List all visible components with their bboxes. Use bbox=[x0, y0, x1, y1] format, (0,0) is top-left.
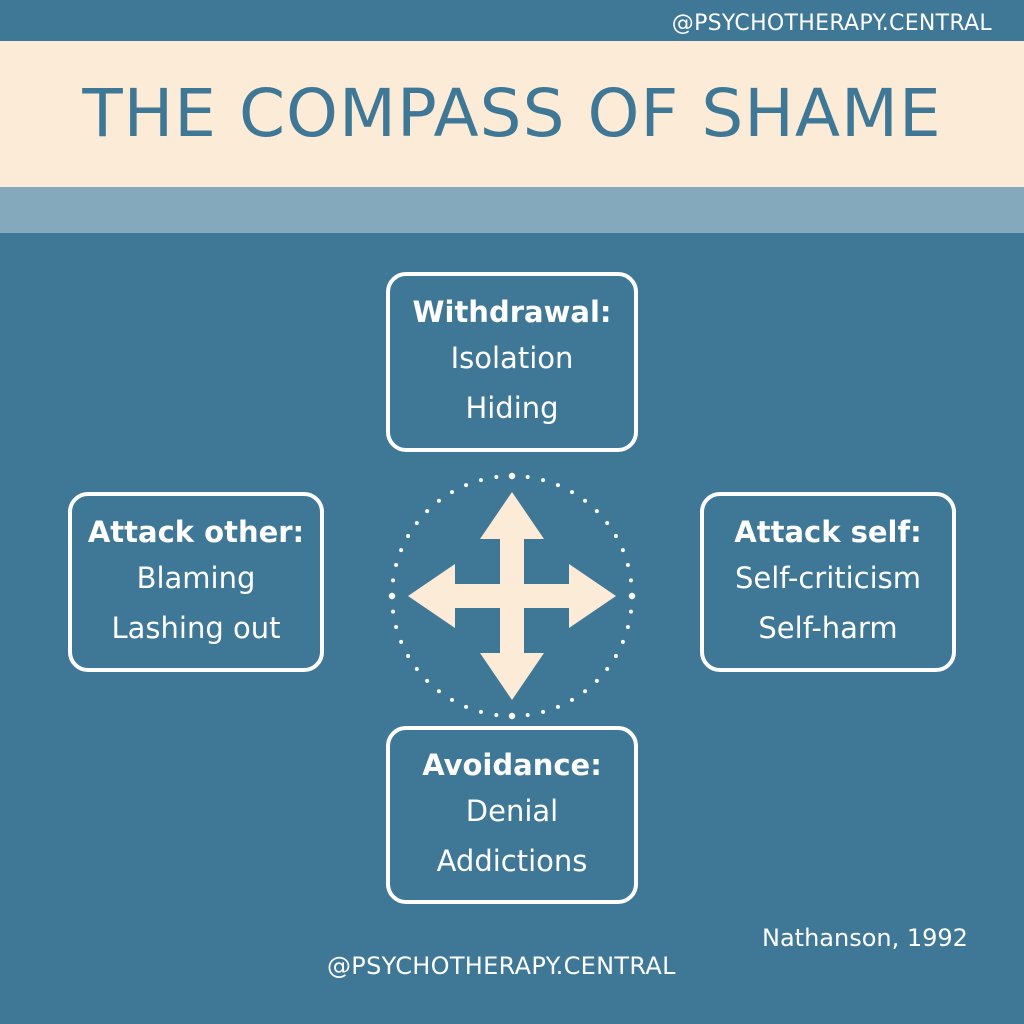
ring-dot bbox=[494, 712, 499, 717]
card-item: Isolation bbox=[450, 341, 574, 375]
card-withdrawal: Withdrawal: Isolation Hiding bbox=[386, 272, 638, 452]
card-item: Addictions bbox=[436, 844, 588, 878]
card-attack-self: Attack self: Self-criticism Self-harm bbox=[700, 492, 956, 672]
ring-dot bbox=[628, 609, 633, 614]
ring-dot bbox=[414, 667, 419, 672]
ring-dot bbox=[508, 712, 516, 720]
ring-dot bbox=[436, 689, 441, 694]
four-way-arrow-icon bbox=[388, 472, 636, 720]
card-heading: Withdrawal: bbox=[412, 295, 612, 329]
ring-dot bbox=[508, 472, 516, 480]
ring-dot bbox=[555, 483, 560, 488]
ring-dot bbox=[613, 534, 618, 538]
ring-dot bbox=[620, 639, 625, 644]
ring-dot bbox=[613, 654, 618, 658]
ring-dot bbox=[464, 483, 469, 488]
ring-dot bbox=[525, 712, 530, 717]
ring-dot bbox=[399, 548, 404, 553]
ring-dot bbox=[594, 678, 599, 683]
ring-dot bbox=[525, 475, 530, 480]
card-heading: Attack other: bbox=[87, 515, 305, 549]
ring-dot bbox=[450, 697, 454, 702]
ring-dot bbox=[625, 562, 630, 567]
card-avoidance: Avoidance: Denial Addictions bbox=[386, 726, 638, 904]
compass-graphic bbox=[382, 466, 642, 726]
ring-dot bbox=[570, 490, 574, 495]
ring-dot bbox=[391, 578, 396, 583]
title-banner: THE COMPASS OF SHAME bbox=[0, 41, 1024, 187]
ring-dot bbox=[425, 509, 430, 514]
accent-stripe bbox=[0, 187, 1024, 233]
ring-dot bbox=[414, 520, 419, 525]
cross-arrow-shape bbox=[408, 492, 616, 700]
dotted-ring bbox=[388, 472, 636, 720]
card-item: Hiding bbox=[465, 391, 559, 425]
card-item: Blaming bbox=[136, 561, 256, 595]
card-attack-other: Attack other: Blaming Lashing out bbox=[68, 492, 324, 672]
ring-dot bbox=[620, 548, 625, 553]
ring-dot bbox=[436, 498, 441, 503]
ring-dot bbox=[541, 478, 546, 483]
card-heading: Attack self: bbox=[734, 515, 922, 549]
ring-dot bbox=[399, 639, 404, 644]
card-item: Denial bbox=[465, 794, 559, 828]
ring-dot bbox=[605, 667, 610, 672]
ring-dot bbox=[570, 697, 574, 702]
ring-dot bbox=[425, 678, 430, 683]
ring-dot bbox=[391, 609, 396, 614]
citation: Nathanson, 1992 bbox=[762, 924, 968, 952]
ring-dot bbox=[388, 592, 396, 600]
page-title: THE COMPASS OF SHAME bbox=[82, 75, 942, 152]
ring-dot bbox=[555, 704, 560, 709]
ring-dot bbox=[605, 520, 610, 525]
ring-dot bbox=[494, 475, 499, 480]
ring-dot bbox=[478, 478, 483, 483]
ring-dot bbox=[406, 534, 411, 538]
social-handle-top: @PSYCHOTHERAPY.CENTRAL bbox=[671, 11, 992, 36]
ring-dot bbox=[628, 592, 636, 600]
ring-dot bbox=[464, 704, 469, 709]
card-heading: Avoidance: bbox=[422, 748, 602, 782]
ring-dot bbox=[594, 509, 599, 514]
ring-dot bbox=[628, 578, 633, 583]
ring-dot bbox=[625, 625, 630, 630]
ring-dot bbox=[406, 654, 411, 658]
social-handle-bottom: @PSYCHOTHERAPY.CENTRAL bbox=[327, 952, 676, 980]
ring-dot bbox=[394, 625, 399, 630]
ring-dot bbox=[541, 709, 546, 714]
ring-dot bbox=[450, 490, 454, 495]
ring-dot bbox=[583, 498, 588, 503]
card-item: Self-harm bbox=[758, 611, 898, 645]
ring-dot bbox=[394, 562, 399, 567]
card-item: Lashing out bbox=[111, 611, 281, 645]
ring-dot bbox=[583, 689, 588, 694]
ring-dot bbox=[478, 709, 483, 714]
card-item: Self-criticism bbox=[734, 561, 922, 595]
